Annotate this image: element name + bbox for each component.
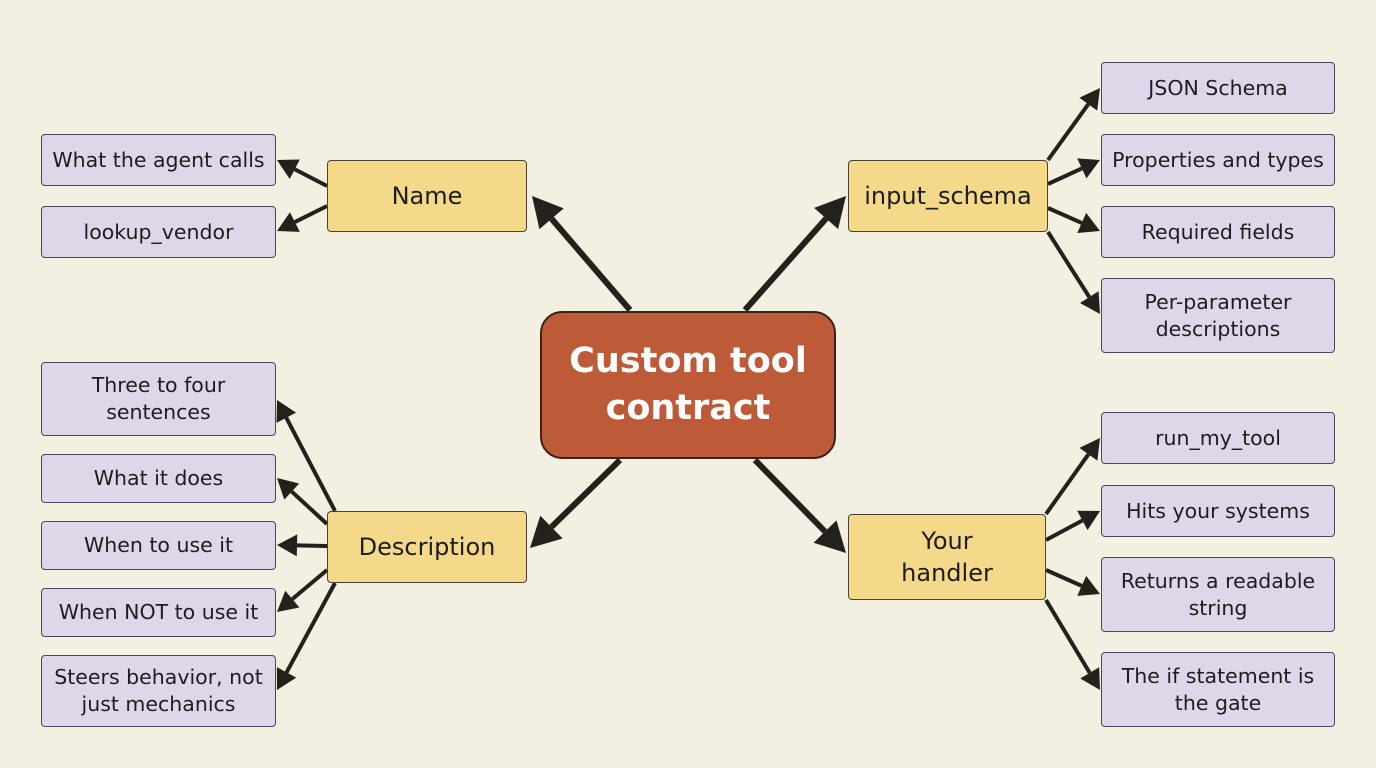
leaf-node-description-4: Steers behavior, not just mechanics bbox=[41, 655, 276, 727]
leaf-label: JSON Schema bbox=[1148, 75, 1288, 100]
leaf-label: Returns a readable string bbox=[1120, 568, 1316, 620]
arrow-description-to-leaf-4-shaft bbox=[284, 582, 337, 674]
arrow-input-schema-to-leaf-1-shaft bbox=[1047, 166, 1083, 186]
leaf-label: Hits your systems bbox=[1126, 498, 1310, 523]
arrow-center-to-input-schema-head bbox=[814, 196, 846, 230]
leaf-node-name-1: lookup_vendor bbox=[41, 206, 276, 258]
leaf-node-input-schema-2: Required fields bbox=[1101, 206, 1335, 258]
arrow-center-to-handler-shaft bbox=[752, 457, 828, 534]
arrow-description-to-leaf-2-shaft bbox=[296, 543, 328, 548]
branch-node-description: Description bbox=[327, 511, 527, 583]
leaf-label: What it does bbox=[93, 466, 224, 490]
leaf-node-description-2: When to use it bbox=[41, 521, 276, 570]
leaf-label: When NOT to use it bbox=[58, 600, 259, 624]
leaf-node-handler-3: The if statement is the gate bbox=[1101, 652, 1335, 727]
leaf-node-handler-0: run_my_tool bbox=[1101, 412, 1335, 464]
leaf-label: Per-parameter descriptions bbox=[1144, 289, 1292, 341]
arrow-handler-to-leaf-1-shaft bbox=[1045, 518, 1084, 542]
arrow-center-to-name-shaft bbox=[549, 216, 633, 312]
branch-node-input-schema: input_schema bbox=[848, 160, 1048, 232]
arrow-description-to-leaf-3-head bbox=[277, 590, 300, 612]
leaf-node-input-schema-1: Properties and types bbox=[1101, 134, 1335, 186]
arrow-handler-to-leaf-0-shaft bbox=[1044, 453, 1091, 516]
arrow-handler-to-leaf-2-head bbox=[1077, 575, 1100, 596]
leaf-label: Properties and types bbox=[1112, 147, 1324, 172]
arrow-name-to-leaf-0-head bbox=[277, 159, 300, 179]
arrow-center-to-description-shaft bbox=[549, 457, 623, 530]
arrow-description-to-leaf-1-shaft bbox=[290, 490, 329, 526]
branch-label-handler: Your handler bbox=[901, 527, 993, 587]
branch-label-input-schema: input_schema bbox=[864, 182, 1032, 210]
arrow-description-to-leaf-4-head bbox=[276, 667, 297, 690]
arrow-input-schema-to-leaf-0-shaft bbox=[1046, 103, 1090, 162]
leaf-node-description-1: What it does bbox=[41, 454, 276, 503]
branch-label-description: Description bbox=[358, 533, 496, 561]
arrow-input-schema-to-leaf-0-head bbox=[1079, 88, 1100, 111]
arrow-center-to-handler-head bbox=[813, 520, 846, 553]
leaf-label: Three to four sentences bbox=[91, 373, 226, 424]
arrow-name-to-leaf-0-shaft bbox=[293, 167, 328, 188]
arrow-input-schema-to-leaf-3-shaft bbox=[1046, 230, 1091, 299]
leaf-label: run_my_tool bbox=[1155, 425, 1281, 450]
leaf-label: What the agent calls bbox=[52, 147, 265, 172]
branch-label-name: Name bbox=[391, 182, 463, 210]
leaf-label: Steers behavior, not just mechanics bbox=[54, 665, 263, 716]
arrow-handler-to-leaf-3-shaft bbox=[1044, 598, 1092, 674]
branch-node-handler: Your handler bbox=[848, 514, 1046, 600]
arrow-handler-to-leaf-0-head bbox=[1079, 438, 1100, 461]
center-node-label: Custom tool contract bbox=[569, 341, 807, 428]
leaf-node-input-schema-0: JSON Schema bbox=[1101, 62, 1335, 114]
leaf-node-input-schema-3: Per-parameter descriptions bbox=[1101, 278, 1335, 353]
arrow-input-schema-to-leaf-3-head bbox=[1079, 291, 1100, 314]
arrow-handler-to-leaf-1-head bbox=[1077, 510, 1100, 531]
arrow-input-schema-to-leaf-2-head bbox=[1077, 212, 1100, 233]
arrow-description-to-leaf-0-head bbox=[276, 400, 297, 423]
leaf-node-description-3: When NOT to use it bbox=[41, 588, 276, 637]
arrow-description-to-leaf-2-head bbox=[277, 534, 298, 557]
arrow-center-to-input-schema-shaft bbox=[742, 216, 829, 312]
arrow-input-schema-to-leaf-1-head bbox=[1077, 158, 1100, 179]
leaf-node-description-0: Three to four sentences bbox=[41, 362, 276, 436]
leaf-node-name-0: What the agent calls bbox=[41, 134, 276, 186]
arrow-description-to-leaf-0-shaft bbox=[284, 416, 337, 512]
leaf-node-handler-2: Returns a readable string bbox=[1101, 557, 1335, 632]
arrow-name-to-leaf-1-head bbox=[277, 212, 300, 232]
leaf-label: Required fields bbox=[1141, 219, 1295, 244]
arrow-name-to-leaf-1-shaft bbox=[293, 204, 328, 224]
arrow-handler-to-leaf-2-shaft bbox=[1045, 568, 1083, 588]
leaf-label: lookup_vendor bbox=[83, 219, 234, 244]
arrow-description-to-leaf-3-shaft bbox=[291, 568, 329, 601]
arrow-input-schema-to-leaf-2-shaft bbox=[1047, 206, 1083, 225]
center-node: Custom tool contract bbox=[540, 311, 836, 459]
leaf-label: When to use it bbox=[83, 533, 233, 557]
branch-node-name: Name bbox=[327, 160, 527, 232]
arrow-description-to-leaf-1-head bbox=[277, 478, 300, 500]
arrow-center-to-name-head bbox=[532, 196, 564, 230]
leaf-node-handler-1: Hits your systems bbox=[1101, 485, 1335, 537]
leaf-label: The if statement is the gate bbox=[1121, 663, 1315, 715]
arrow-center-to-description-head bbox=[530, 515, 563, 548]
arrow-handler-to-leaf-3-head bbox=[1080, 667, 1100, 690]
